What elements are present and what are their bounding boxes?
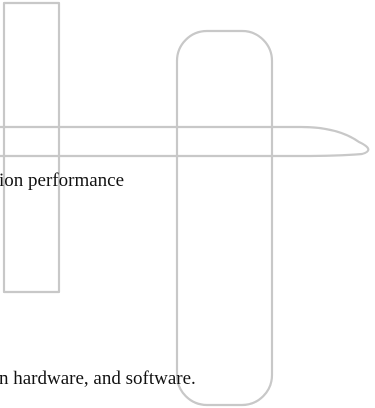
content-text-line-1: ion performance — [0, 170, 125, 191]
content-text-line-2: n hardware, and software. — [0, 368, 196, 389]
horizontal-arrow-outline — [0, 125, 370, 158]
left-vertical-bar-outline — [2, 1, 61, 294]
right-rounded-bar-outline — [175, 29, 274, 407]
